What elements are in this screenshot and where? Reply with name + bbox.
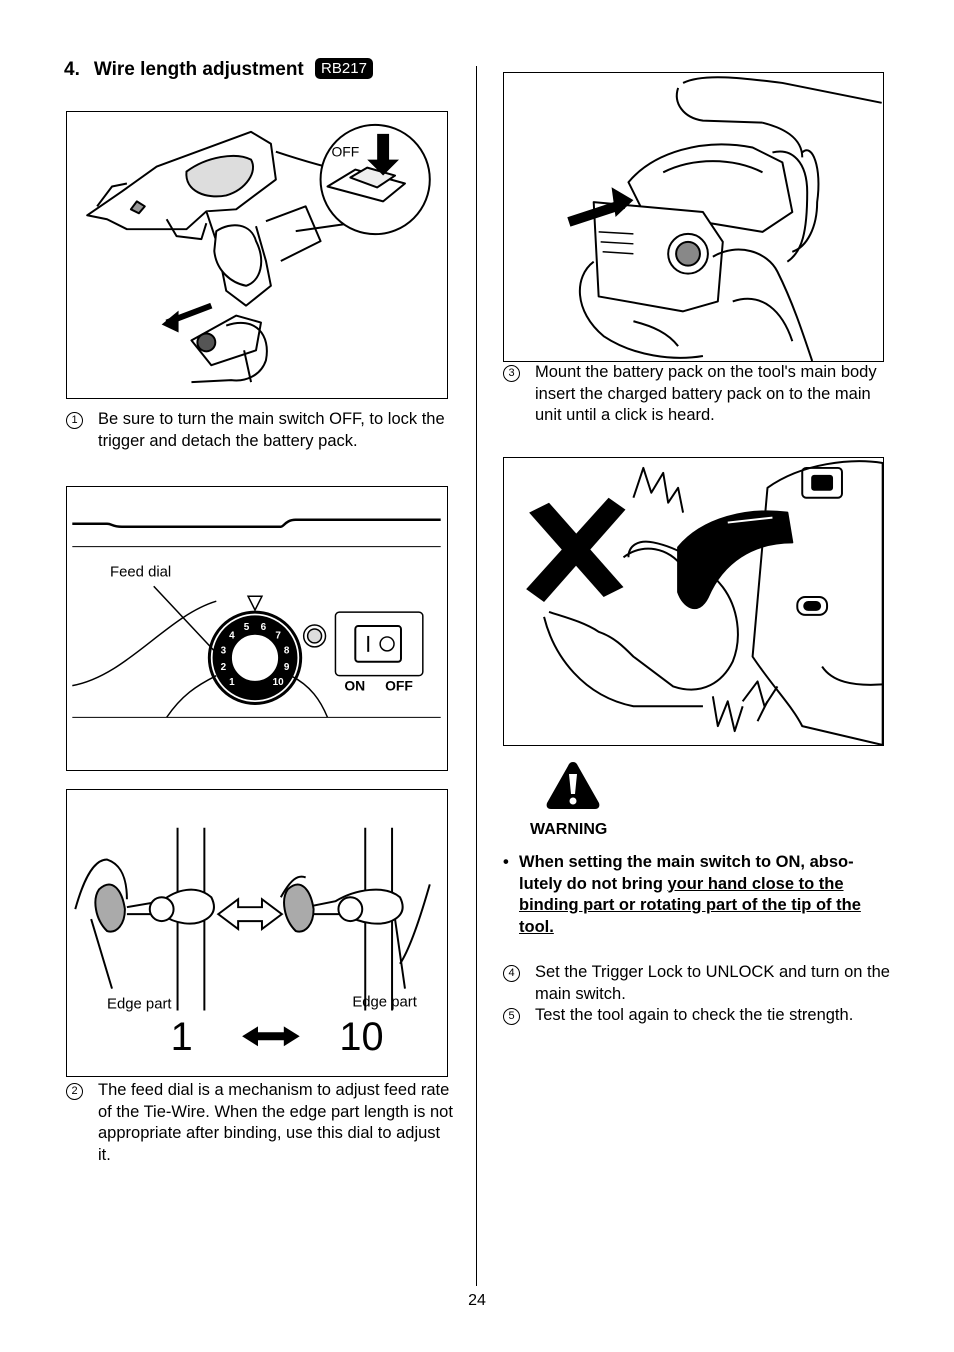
mount-battery-illustration [567,76,882,361]
step-number: 4 [503,965,520,982]
edge-part-left-label: Edge part [107,996,172,1012]
figure-detach-battery: OFF [66,111,448,399]
step-5: 5 Test the tool again to check the tie s… [503,1005,893,1027]
off-label: OFF [331,144,359,160]
step-text: The feed dial is a mechanism to adjust f… [98,1081,453,1164]
step-number: 2 [66,1083,83,1100]
dial-number: 10 [273,677,285,688]
warning-underlined: your hand close to the binding part or r… [519,874,861,936]
warning-lead: When setting the main switch to ON, abso… [519,853,854,893]
dial-number: 4 [229,631,235,642]
step-text: Be sure to turn the main switch OFF, to … [98,410,445,450]
off-label: OFF [385,678,413,694]
dial-number: 9 [284,662,290,673]
warning-label: WARNING [530,821,608,838]
warning-text: When setting the main switch to ON, abso… [503,852,891,938]
step-number: 5 [503,1008,520,1025]
feed-dial-label: Feed dial [110,564,171,580]
step-text: Mount the battery pack on the tool's mai… [535,363,877,424]
section-number: 4. [64,59,80,80]
dial-number: 3 [221,645,227,656]
dial-number: 2 [221,662,227,673]
scale-min-label: 1 [171,1015,193,1059]
warning-bullet: • When setting the main switch to ON, ab… [503,852,891,938]
edge-part-right-label: Edge part [352,994,417,1010]
edge-part-illustration: Edge part Edge part 1 10 [74,827,431,1059]
bullet-dot: • [503,853,509,871]
hand-danger-illustration [526,460,883,745]
step-2: 2 The feed dial is a mechanism to adjust… [66,1080,456,1166]
page-number: 24 [468,1292,486,1309]
model-badge: RB217 [315,58,373,79]
step-text: Test the tool again to check the tie str… [535,1006,854,1024]
step-number: 1 [66,412,83,429]
step-number: 3 [503,365,520,382]
dial-number: 1 [229,677,235,688]
dial-number: 5 [244,622,250,633]
section-heading: 4. Wire length adjustment RB217 [64,58,373,81]
column-divider [476,66,477,1286]
section-title: Wire length adjustment [93,59,304,80]
dial-number: 6 [261,622,267,633]
figure-hand-warning [503,457,884,746]
step-text: Set the Trigger Lock to UNLOCK and turn … [535,963,890,1003]
warning-triangle-icon [545,760,601,810]
step-1: 1 Be sure to turn the main switch OFF, t… [66,409,456,452]
scale-max-label: 10 [339,1015,383,1059]
figure-edge-part: Edge part Edge part 1 10 [66,789,448,1077]
figure-mount-battery [503,72,884,362]
on-label: ON [344,678,365,694]
dial-number: 8 [284,645,290,656]
step-3: 3 Mount the battery pack on the tool's m… [503,362,893,427]
step-4: 4 Set the Trigger Lock to UNLOCK and tur… [503,962,893,1005]
tool-detach-illustration: OFF [86,123,431,384]
dial-number: 7 [275,631,281,642]
